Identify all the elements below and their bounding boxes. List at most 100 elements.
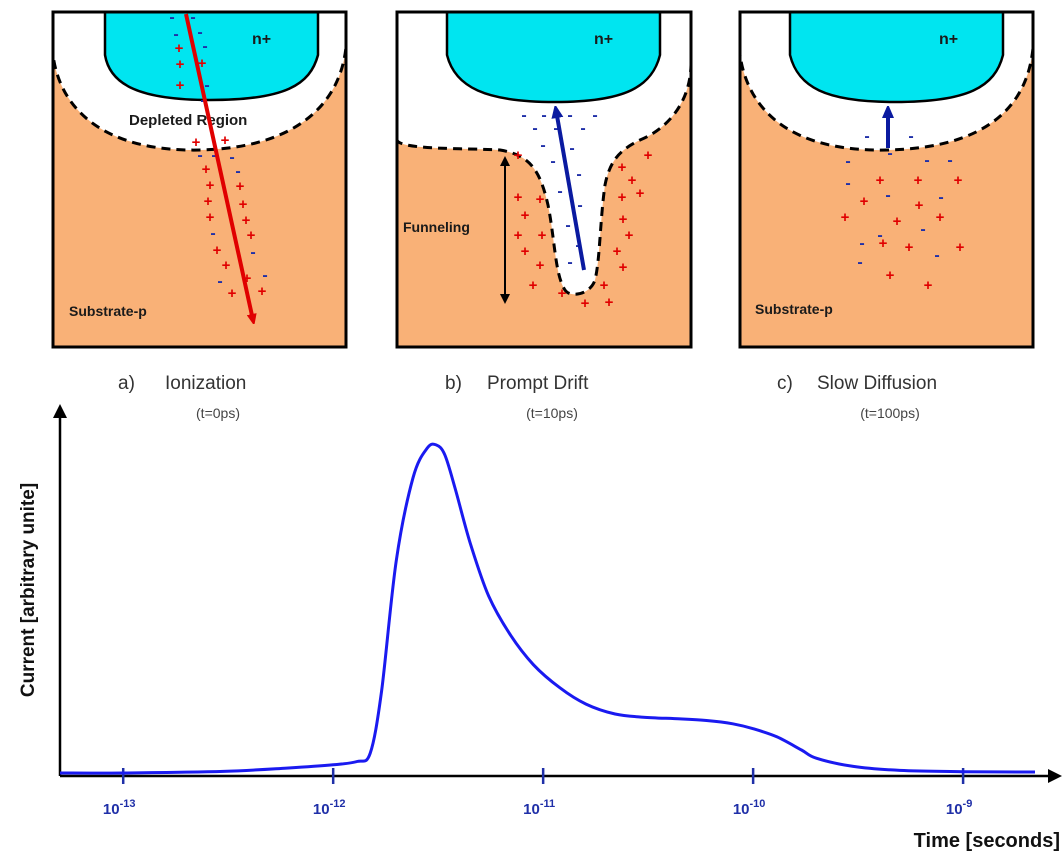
hole-charge: + xyxy=(247,227,256,244)
caption-c-title: Slow Diffusion xyxy=(817,373,937,394)
hole-charge: + xyxy=(915,197,924,214)
electron-charge: - xyxy=(592,107,597,124)
electron-charge: - xyxy=(217,273,222,290)
hole-charge: + xyxy=(202,161,211,178)
electron-charge: - xyxy=(190,9,195,26)
hole-charge: + xyxy=(625,227,634,244)
panel-slow-diffusion: n+ Substrate-p -----+++---+-++++---+++--… xyxy=(738,10,1035,349)
hole-charge: + xyxy=(222,257,231,274)
hole-charge: + xyxy=(204,193,213,210)
funneling-label: Funneling xyxy=(403,219,470,235)
electron-charge: - xyxy=(197,147,202,164)
electron-charge: - xyxy=(934,247,939,264)
hole-charge: + xyxy=(956,239,965,256)
electron-charge: - xyxy=(864,128,869,145)
hole-charge: + xyxy=(514,189,523,206)
electron-charge: - xyxy=(210,225,215,242)
hole-charge: + xyxy=(619,211,628,228)
electron-charge: - xyxy=(845,153,850,170)
x-tick-label: 10-9 xyxy=(946,798,972,818)
hole-charge: + xyxy=(242,212,251,229)
n-plus-well xyxy=(445,12,662,104)
y-axis-title: Current [arbitrary unite] xyxy=(18,483,39,697)
hole-charge: + xyxy=(529,277,538,294)
hole-charge: + xyxy=(258,283,267,300)
electron-charge: - xyxy=(857,254,862,271)
hole-charge: + xyxy=(521,243,530,260)
electron-charge: - xyxy=(567,107,572,124)
hole-charge: + xyxy=(618,189,627,206)
electron-charge: - xyxy=(565,217,570,234)
caption-b-title: Prompt Drift xyxy=(487,373,589,394)
caption-b-time: (t=10ps) xyxy=(526,405,578,421)
n-plus-well xyxy=(788,12,1005,104)
electron-charge: - xyxy=(938,189,943,206)
hole-charge: + xyxy=(628,172,637,189)
hole-charge: + xyxy=(176,56,185,73)
panel-a-frame xyxy=(51,10,348,349)
electron-charge: - xyxy=(532,120,537,137)
hole-charge: + xyxy=(619,259,628,276)
electron-charge: - xyxy=(887,145,892,162)
electron-charge: - xyxy=(550,153,555,170)
ion-track-arrow xyxy=(184,13,253,320)
hole-charge: + xyxy=(213,242,222,259)
panel-c-frame xyxy=(738,10,1035,349)
hole-charge: + xyxy=(581,295,590,312)
hole-charge: + xyxy=(886,267,895,284)
x-tick-label: 10-12 xyxy=(313,798,346,818)
electron-charge: - xyxy=(553,120,558,137)
electron-charge: - xyxy=(250,244,255,261)
hole-charge: + xyxy=(176,77,185,94)
hole-charge: + xyxy=(954,172,963,189)
electron-charge: - xyxy=(211,147,216,164)
current-pulse-chart: Current [arbitrary unite] Time [seconds]… xyxy=(18,404,1062,852)
hole-charge: + xyxy=(236,178,245,195)
hole-charge: + xyxy=(558,285,567,302)
x-ticks: 10-13 10-12 10-11 10-10 10-9 xyxy=(103,768,972,818)
electron-charge: - xyxy=(173,26,178,43)
hole-charge: + xyxy=(538,227,547,244)
electron-charge: - xyxy=(885,187,890,204)
panel-captions: a) Ionization (t=0ps) b) Prompt Drift (t… xyxy=(118,373,937,421)
caption-a-title: Ionization xyxy=(165,373,246,394)
electron-charge: - xyxy=(845,175,850,192)
electron-charge: - xyxy=(235,163,240,180)
electron-charge: - xyxy=(576,166,581,183)
hole-charge: + xyxy=(600,277,609,294)
x-tick-label: 10-11 xyxy=(523,798,555,818)
hole-charge: + xyxy=(636,185,645,202)
n-plus-label: n+ xyxy=(939,31,958,48)
hole-charge: + xyxy=(914,172,923,189)
electron-charge: - xyxy=(262,267,267,284)
hole-charge: + xyxy=(243,270,252,287)
electron-charge: - xyxy=(908,128,913,145)
caption-a-letter: a) xyxy=(118,373,135,394)
electron-charge: - xyxy=(859,235,864,252)
x-tick-label: 10-13 xyxy=(103,798,136,818)
hole-charge: + xyxy=(206,209,215,226)
electron-charge: - xyxy=(204,77,209,94)
electron-charge: - xyxy=(202,38,207,55)
n-plus-label: n+ xyxy=(594,31,613,48)
electron-charge: - xyxy=(569,140,574,157)
hole-charge: + xyxy=(514,147,523,164)
panel-prompt-drift: n+ Funneling ----------------+++++++++++… xyxy=(395,10,693,349)
hole-charge: + xyxy=(536,257,545,274)
x-tick-label: 10-10 xyxy=(733,798,766,818)
electron-charge: - xyxy=(567,254,572,271)
electron-charge: - xyxy=(229,149,234,166)
electron-charge: - xyxy=(577,197,582,214)
hole-charge: + xyxy=(514,227,523,244)
drift-arrow xyxy=(556,110,586,271)
hole-charge: + xyxy=(198,55,207,72)
caption-c-time: (t=100ps) xyxy=(860,405,920,421)
hole-charge: + xyxy=(876,172,885,189)
electron-charge: - xyxy=(521,107,526,124)
electron-charge: - xyxy=(580,120,585,137)
electron-charge: - xyxy=(557,183,562,200)
panel-ionization: n+ Depleted Region Substrate-p ----+-+++… xyxy=(51,9,348,349)
hole-charge: + xyxy=(175,40,184,57)
hole-charge: + xyxy=(893,213,902,230)
hole-charge: + xyxy=(936,209,945,226)
